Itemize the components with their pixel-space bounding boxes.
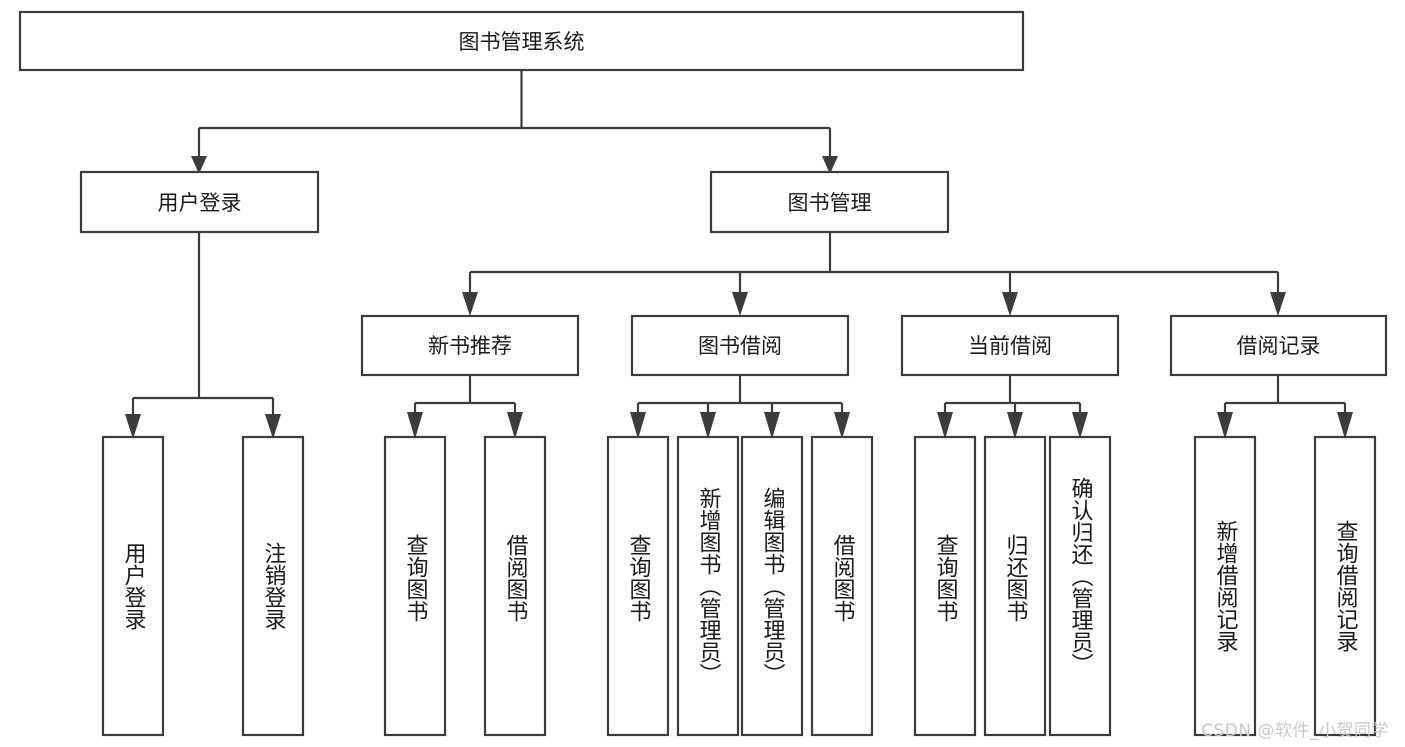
- leaf-query-record[interactable]: 查询借阅记录: [1313, 435, 1377, 737]
- arrowhead-book-manage: [822, 156, 838, 174]
- arrowhead-leaf-query-book-1: [407, 412, 423, 439]
- node-root-label: 图书管理系统: [459, 30, 585, 54]
- node-user-login[interactable]: 用户登录: [79, 170, 320, 234]
- leaf-add-record[interactable]: 新增借阅记录: [1193, 435, 1257, 737]
- leaf-logout-login[interactable]: 注销登录: [241, 435, 305, 737]
- node-borrow-record[interactable]: 借阅记录: [1169, 314, 1388, 377]
- leaf-confirm-return-box[interactable]: [1048, 435, 1112, 737]
- leaf-query-book-1-label: 查询图书: [403, 534, 429, 622]
- node-book-borrow[interactable]: 图书借阅: [630, 314, 850, 377]
- leaf-edit-book-box[interactable]: [740, 435, 804, 737]
- arrowhead-new-book: [462, 292, 478, 316]
- leaf-query-record-label: 查询借阅记录: [1333, 520, 1359, 652]
- arrowhead-user-login: [191, 156, 207, 174]
- leaf-edit-book-label: 编辑图书（管理员）: [760, 487, 786, 685]
- leaf-borrow-book-2-box[interactable]: [810, 435, 874, 737]
- arrowhead-leaf-query-record: [1337, 412, 1353, 439]
- node-user-login-label: 用户登录: [158, 191, 242, 215]
- arrowhead-leaf-confirm-return: [1072, 412, 1088, 439]
- arrowhead-borrow-record: [1270, 292, 1286, 316]
- node-root[interactable]: 图书管理系统: [18, 10, 1025, 72]
- leaf-query-record-box[interactable]: [1313, 435, 1377, 737]
- leaf-add-record-label: 新增借阅记录: [1213, 520, 1239, 652]
- leaf-borrow-book-2-label: 借阅图书: [830, 534, 856, 622]
- node-new-book-recommend[interactable]: 新书推荐: [360, 314, 580, 377]
- node-new-book-recommend-box[interactable]: [360, 314, 580, 377]
- leaf-user-login-label: 用户登录: [121, 542, 147, 630]
- node-root-box[interactable]: [18, 10, 1025, 72]
- leaf-confirm-return-label: 确认归还（管理员）: [1068, 477, 1094, 675]
- leaf-borrow-book-1[interactable]: 借阅图书: [483, 435, 547, 737]
- leaf-return-book-label: 归还图书: [1003, 534, 1029, 622]
- connector-layer: [125, 70, 1353, 439]
- node-book-borrow-box[interactable]: [630, 314, 850, 377]
- node-new-book-recommend-label: 新书推荐: [428, 334, 512, 358]
- leaf-return-book-box[interactable]: [983, 435, 1047, 737]
- leaf-borrow-book-1-label: 借阅图书: [503, 534, 529, 622]
- leaf-query-book-1-box[interactable]: [383, 435, 447, 737]
- leaf-add-record-box[interactable]: [1193, 435, 1257, 737]
- leaf-query-book-1[interactable]: 查询图书: [383, 435, 447, 737]
- arrowhead-leaf-add-record: [1217, 412, 1233, 439]
- leaf-query-book-3-box[interactable]: [913, 435, 977, 737]
- leaf-query-book-3-label: 查询图书: [933, 534, 959, 622]
- leaf-return-book[interactable]: 归还图书: [983, 435, 1047, 737]
- leaf-logout-login-label: 注销登录: [261, 542, 287, 630]
- leaf-edit-book[interactable]: 编辑图书（管理员）: [740, 435, 804, 737]
- leaf-add-book-box[interactable]: [676, 435, 740, 737]
- node-current-borrow-label: 当前借阅: [968, 334, 1052, 358]
- arrowhead-leaf-query-book-2: [630, 412, 646, 439]
- arrowhead-leaf-edit-book: [764, 412, 780, 439]
- arrowhead-book-borrow: [732, 292, 748, 316]
- node-book-manage[interactable]: 图书管理: [709, 170, 950, 234]
- leaf-query-book-3[interactable]: 查询图书: [913, 435, 977, 737]
- leaf-add-book[interactable]: 新增图书（管理员）: [676, 435, 740, 737]
- node-borrow-record-box[interactable]: [1169, 314, 1388, 377]
- arrowhead-leaf-borrow-book-1: [507, 412, 523, 439]
- leaf-confirm-return[interactable]: 确认归还（管理员）: [1048, 435, 1112, 737]
- leaf-user-login[interactable]: 用户登录: [101, 435, 165, 737]
- leaf-borrow-book-1-box[interactable]: [483, 435, 547, 737]
- leaf-query-book-2[interactable]: 查询图书: [606, 435, 670, 737]
- leaf-logout-login-box[interactable]: [241, 435, 305, 737]
- node-book-borrow-label: 图书借阅: [698, 334, 782, 358]
- node-borrow-record-label: 借阅记录: [1237, 334, 1321, 358]
- arrowhead-current-borrow: [1002, 292, 1018, 316]
- node-book-manage-label: 图书管理: [788, 191, 872, 215]
- arrowhead-leaf-query-book-3: [937, 412, 953, 439]
- arrowhead-leaf-logout-login: [265, 414, 281, 439]
- arrowhead-leaf-user-login: [125, 414, 141, 439]
- node-user-login-box[interactable]: [79, 170, 320, 234]
- arrowhead-leaf-return-book: [1007, 412, 1023, 439]
- leaf-add-book-label: 新增图书（管理员）: [696, 487, 722, 685]
- leaf-user-login-box[interactable]: [101, 435, 165, 737]
- leaf-query-book-2-box[interactable]: [606, 435, 670, 737]
- leaf-borrow-book-2[interactable]: 借阅图书: [810, 435, 874, 737]
- arrowhead-leaf-add-book: [700, 412, 716, 439]
- leaf-query-book-2-label: 查询图书: [626, 534, 652, 622]
- node-current-borrow[interactable]: 当前借阅: [900, 314, 1120, 377]
- node-book-manage-box[interactable]: [709, 170, 950, 234]
- node-current-borrow-box[interactable]: [900, 314, 1120, 377]
- arrowhead-leaf-borrow-book-2: [834, 412, 850, 439]
